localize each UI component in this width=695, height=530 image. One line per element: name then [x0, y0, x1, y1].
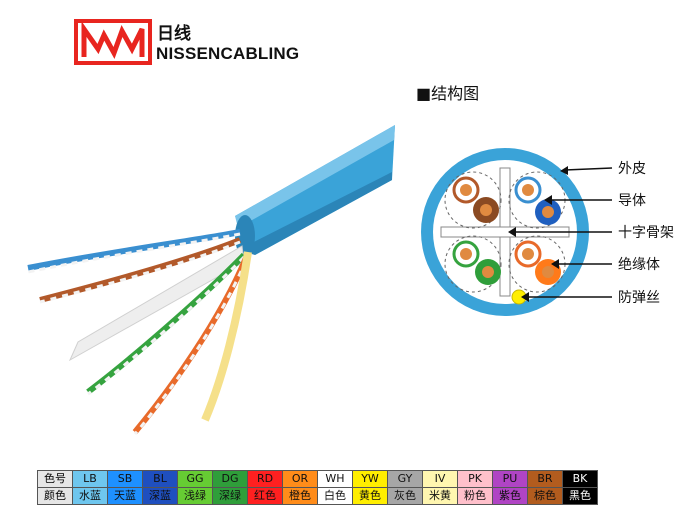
- legend-code-cell: RD: [247, 470, 283, 488]
- brand-name-en: NISSENCABLING: [156, 44, 300, 63]
- legend-code-cell: YW: [352, 470, 388, 488]
- structure-title: ■结构图: [416, 84, 480, 103]
- legend-name-cell: 深蓝: [142, 487, 178, 505]
- legend-code-cell: BK: [562, 470, 598, 488]
- legend-name-cell: 水蓝: [72, 487, 108, 505]
- legend-code-cell: BL: [142, 470, 178, 488]
- legend-name-cell: 棕色: [527, 487, 563, 505]
- legend-name-header: 颜色: [37, 487, 73, 505]
- legend-name-row: 颜色 水蓝天蓝深蓝浅绿深绿红色橙色白色黄色灰色米黄粉色紫色棕色黑色: [37, 487, 598, 505]
- legend-code-cell: PK: [457, 470, 493, 488]
- legend-code-cell: GG: [177, 470, 213, 488]
- legend-name-cell: 白色: [317, 487, 353, 505]
- nissen-logo: [74, 19, 152, 65]
- callout-insulation: 绝缘体: [618, 257, 660, 273]
- legend-code-cell: SB: [107, 470, 143, 488]
- legend-name-cell: 深绿: [212, 487, 248, 505]
- legend-code-cell: OR: [282, 470, 318, 488]
- legend-code-header: 色号: [37, 470, 73, 488]
- callout-jacket: 外皮: [618, 161, 646, 177]
- legend-name-cell: 红色: [247, 487, 283, 505]
- callout-ripcord: 防弹丝: [618, 290, 660, 306]
- legend-name-cell: 粉色: [457, 487, 493, 505]
- legend-name-cell: 橙色: [282, 487, 318, 505]
- legend-name-cell: 紫色: [492, 487, 528, 505]
- legend-code-cell: IV: [422, 470, 458, 488]
- legend-code-cell: GY: [387, 470, 423, 488]
- legend-name-cell: 浅绿: [177, 487, 213, 505]
- legend-code-cell: WH: [317, 470, 353, 488]
- legend-code-cell: LB: [72, 470, 108, 488]
- legend-name-cell: 黄色: [352, 487, 388, 505]
- legend-name-cell: 米黄: [422, 487, 458, 505]
- legend-name-cell: 天蓝: [107, 487, 143, 505]
- brand-name-cn: 日线: [157, 24, 191, 44]
- legend-name-cell: 黑色: [562, 487, 598, 505]
- legend-code-cell: DG: [212, 470, 248, 488]
- legend-name-cell: 灰色: [387, 487, 423, 505]
- legend-code-cell: BR: [527, 470, 563, 488]
- callout-cross-filler: 十字骨架: [618, 225, 674, 241]
- legend-code-cell: PU: [492, 470, 528, 488]
- callout-conductor: 导体: [618, 193, 646, 209]
